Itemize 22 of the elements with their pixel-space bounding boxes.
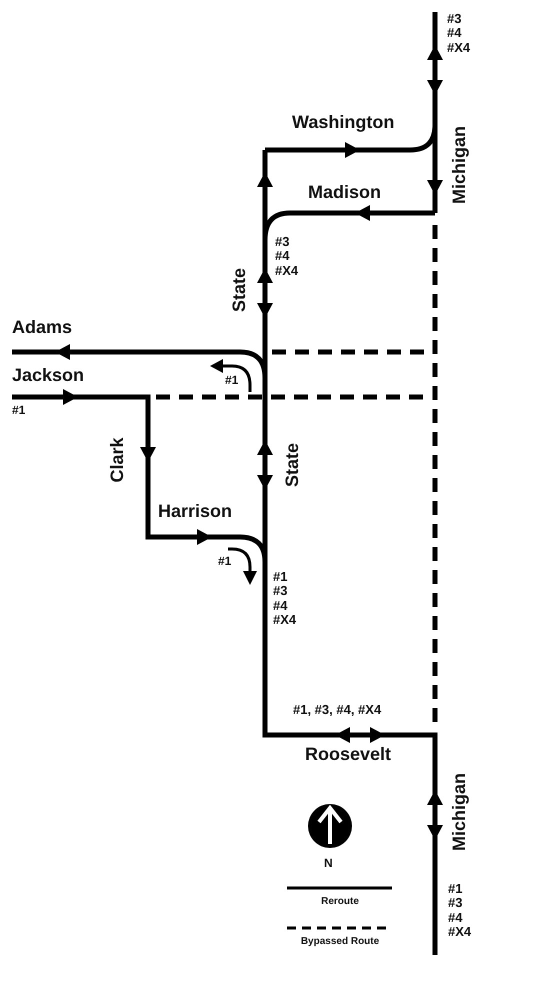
street-name: Michigan	[450, 773, 470, 851]
street-name: Madison	[308, 183, 382, 203]
route-number-label: #3 #4 #X4	[447, 12, 470, 55]
street-name: Washington	[292, 113, 394, 133]
street-name: Roosevelt	[305, 745, 392, 765]
legend-label: Bypassed Route	[300, 936, 380, 947]
street-name: State	[283, 443, 303, 487]
street-name: Harrison	[158, 502, 232, 522]
route-number-label: #1	[12, 404, 26, 418]
route-number-label: #1	[225, 374, 238, 388]
street-name: Adams	[12, 318, 72, 338]
street-name: Jackson	[12, 366, 84, 386]
route-number-label: #3 #4 #X4	[275, 235, 298, 278]
street-name: Michigan	[450, 126, 470, 204]
street-name: State	[230, 268, 250, 312]
route-number-label: #1 #3 #4 #X4	[273, 570, 296, 628]
street-name: Clark	[108, 437, 128, 483]
compass-label: N	[324, 857, 333, 870]
route-number-label: #1	[218, 555, 232, 568]
route-number-label: #1, #3, #4, #X4	[293, 703, 382, 718]
legend-label: Reroute	[321, 896, 359, 907]
route-number-label: #1 #3 #4 #X4	[448, 882, 472, 940]
